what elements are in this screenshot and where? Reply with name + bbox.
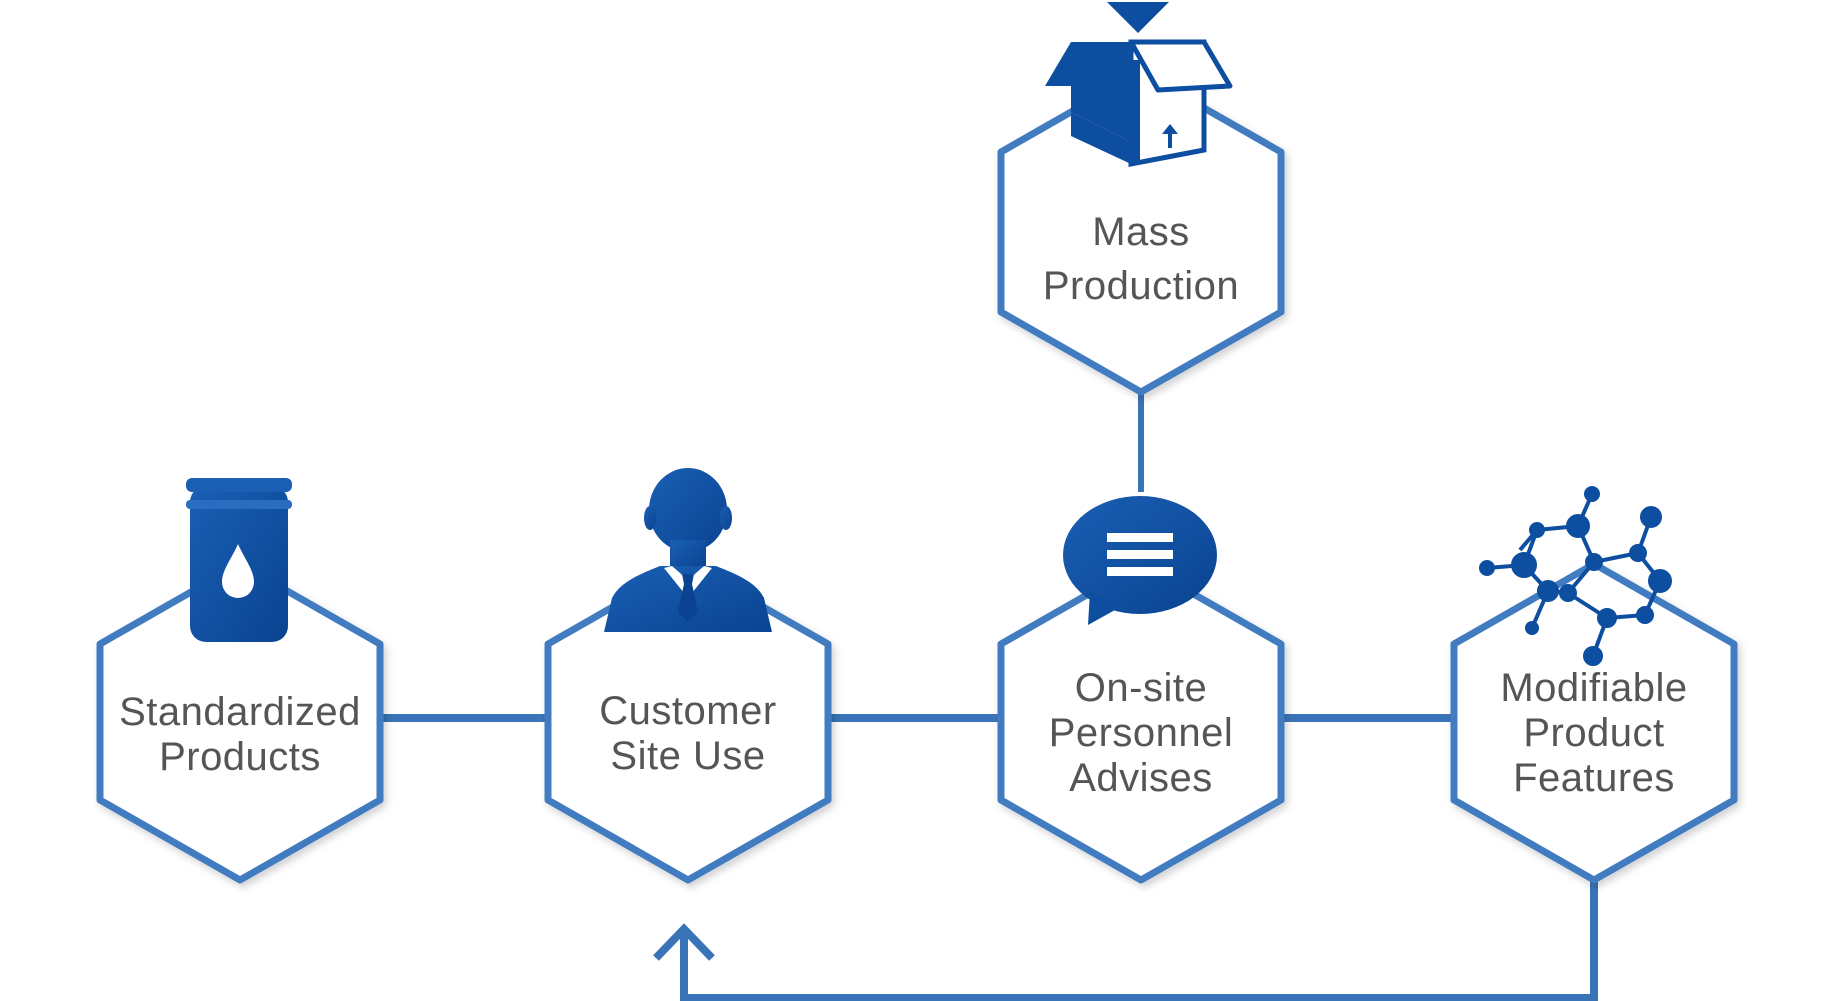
molecule-icon [1479,486,1672,666]
label-line: Modifiable [1500,666,1688,710]
speech-bubble-icon [1063,496,1217,625]
feedback-loop-line [680,875,1598,1001]
label-line: Standardized [119,690,361,734]
label-line: Advises [1069,756,1213,800]
hexagon-standardized [96,560,384,884]
businessman-icon [604,468,772,632]
feedback-arrowhead [653,923,715,961]
label-standardized-products: Standardized Products [100,690,380,780]
connectors [380,392,1598,1001]
label-line: Site Use [610,734,766,778]
label-line: Customer [599,689,777,733]
barrel-droplet-icon [186,478,292,642]
hexagon-modifiable [1450,560,1738,884]
hexagon-onsite [997,560,1285,884]
label-onsite-personnel-advises: On-site Personnel Advises [1001,666,1281,801]
hexagons [96,68,1738,884]
label-line: Personnel [1048,711,1234,755]
label-line: Mass [1092,210,1190,254]
label-mass-production: Mass Production [1001,205,1281,313]
label-line: Production [1042,264,1240,308]
label-line: Features [1513,756,1675,800]
label-customer-site-use: Customer Site Use [548,689,828,779]
label-line: Product [1523,711,1665,755]
hexagon-mass [997,68,1285,396]
hexagon-customer [544,560,832,884]
label-line: Products [159,735,321,779]
open-box-icon [1045,2,1233,168]
label-line: On-site [1074,666,1208,710]
down-arrow-icon [1107,2,1169,33]
label-modifiable-product-features: Modifiable Product Features [1454,666,1734,801]
